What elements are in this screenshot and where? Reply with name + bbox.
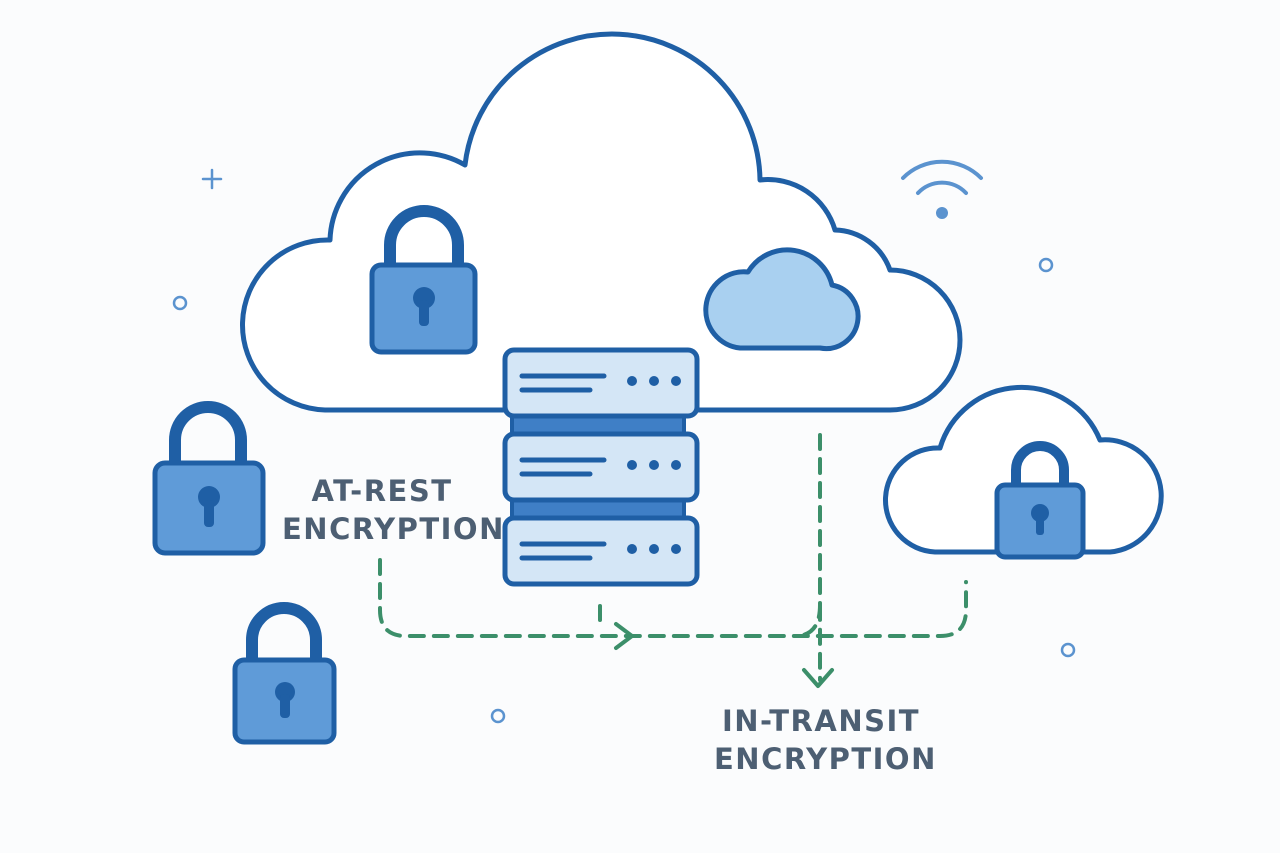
label-line: AT-REST xyxy=(311,474,453,508)
label-line: ENCRYPTION xyxy=(714,742,937,776)
server-rack-icon xyxy=(502,347,700,587)
dashed-flow-arrow-icon xyxy=(378,433,968,682)
label-line: IN-TRANSIT xyxy=(721,704,921,738)
padlock-icon xyxy=(994,441,1086,560)
padlock-icon xyxy=(232,602,337,745)
side-cloud-icon xyxy=(883,384,1164,555)
in-transit-encryption-label: IN-TRANSIT ENCRYPTION xyxy=(714,702,937,778)
arrow-head xyxy=(614,622,834,688)
padlock-icon xyxy=(152,401,266,556)
small-cloud-icon xyxy=(703,247,861,352)
sparkle-icon xyxy=(172,168,1076,724)
label-line: ENCRYPTION xyxy=(282,512,505,546)
at-rest-encryption-label: AT-REST ENCRYPTION xyxy=(282,472,505,548)
wifi-signal-icon xyxy=(901,159,983,219)
padlock-icon xyxy=(369,205,478,355)
